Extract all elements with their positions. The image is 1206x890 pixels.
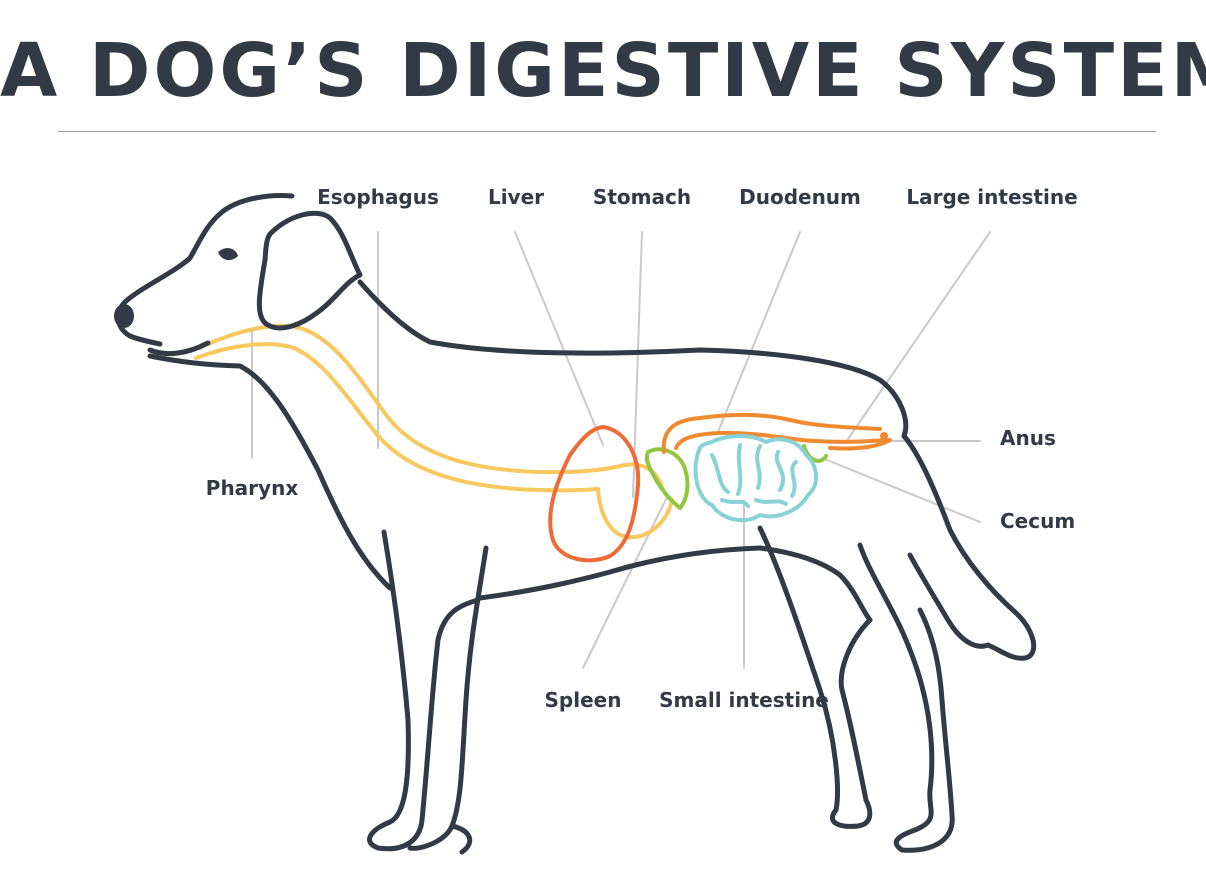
esophagus — [194, 323, 674, 540]
label-liver: Liver — [488, 185, 544, 209]
dog-throat — [147, 353, 393, 591]
dog-nose — [114, 304, 134, 328]
label-small-intestine: Small intestine — [659, 688, 829, 712]
dog-belly — [477, 545, 763, 601]
title-divider — [58, 131, 1156, 132]
spleen — [644, 447, 690, 510]
large-intestine — [661, 412, 892, 454]
label-cecum: Cecum — [1000, 509, 1075, 533]
dog-hind-leg-near — [857, 542, 955, 853]
label-esophagus: Esophagus — [317, 185, 439, 209]
leader-spleen — [582, 494, 669, 669]
label-large-intestine: Large intestine — [906, 185, 1077, 209]
dog-tail — [901, 433, 1037, 661]
label-pharynx: Pharynx — [206, 476, 299, 500]
dog-front-leg-near — [407, 545, 489, 851]
dog-hind-leg-far — [757, 525, 873, 829]
small-intestine — [693, 434, 818, 523]
dog-mouth — [147, 340, 211, 357]
label-anus: Anus — [1000, 426, 1056, 450]
label-spleen: Spleen — [545, 688, 622, 712]
leader-liver — [514, 231, 604, 446]
cecum — [802, 444, 828, 463]
dog-hind-thigh — [757, 545, 873, 623]
leader-cecum — [821, 457, 981, 523]
dog-ear — [256, 210, 363, 331]
anus-point — [880, 432, 888, 440]
dog-eye — [218, 248, 238, 261]
dog-front-paw-near — [449, 823, 473, 855]
dog-back — [357, 279, 909, 439]
leader-duodenum — [717, 231, 801, 433]
label-duodenum: Duodenum — [739, 185, 861, 209]
label-stomach: Stomach — [593, 185, 691, 209]
page-title: A DOG’S DIGESTIVE SYSTEM — [0, 28, 1206, 114]
dog-head — [115, 193, 295, 347]
leader-lines — [251, 231, 991, 669]
leader-large-intestine — [845, 231, 991, 443]
dog-front-leg-far — [367, 529, 481, 852]
dog-outline — [115, 193, 1037, 855]
liver — [548, 425, 641, 563]
